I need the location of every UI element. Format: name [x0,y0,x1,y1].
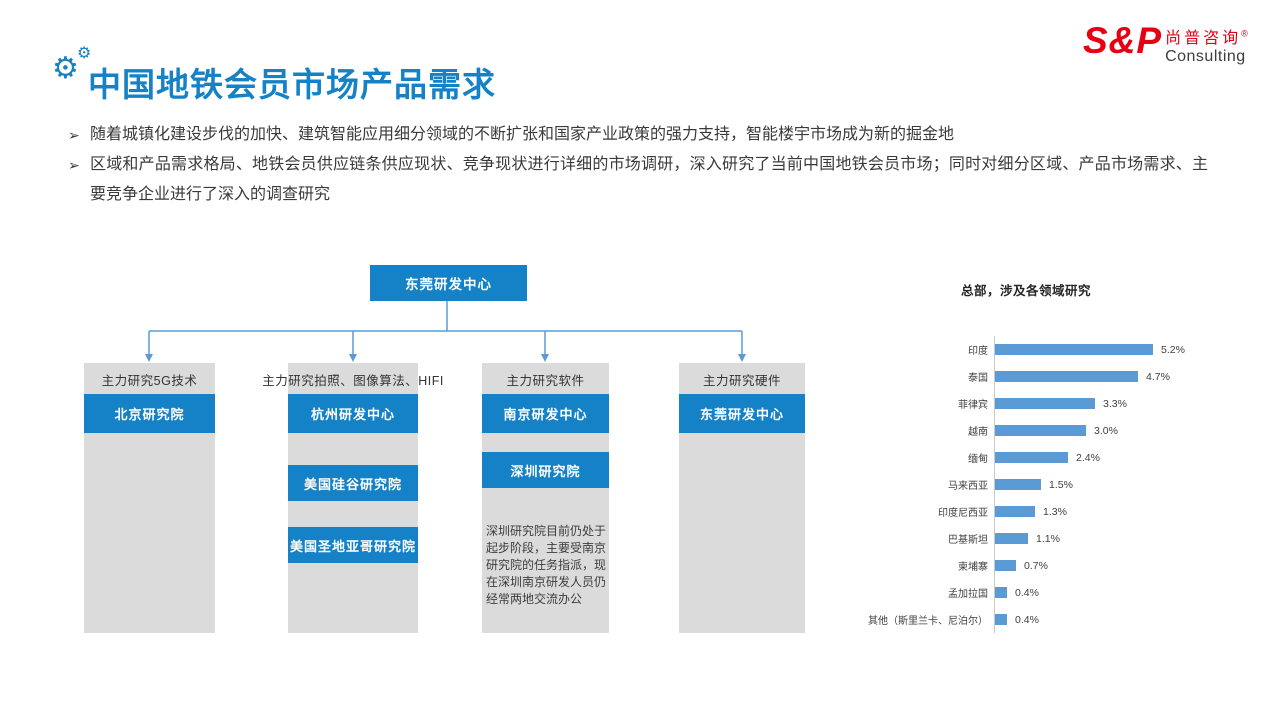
chart-category-label: 缅甸 [968,454,988,465]
chart-value-label: 0.4% [1015,586,1039,599]
org-box: 杭州研发中心 [288,394,418,433]
org-column: 主力研究5G技术北京研究院 [84,363,215,633]
chart-bar-area: 1.1% [994,525,1208,552]
chart-row: 马来西亚 1.5% [868,471,1208,498]
logo-chinese-name: 尚普咨询® [1165,29,1248,48]
bullet-text: 随着城镇化建设步伐的加快、建筑智能应用细分领域的不断扩张和国家产业政策的强力支持… [90,126,955,143]
chart-value-label: 5.2% [1161,343,1185,356]
chart-category-label: 其他（斯里兰卡、尼泊尔） [868,616,988,627]
chart-value-label: 3.0% [1094,424,1118,437]
bar-chart: 总部，涉及各领域研究 印度 5.2% 泰国 4.7% 菲律宾 3.3% 越南 3.0% 缅甸 2.… [868,280,1208,633]
bullet-arrow-icon: ➢ [68,157,80,173]
chart-value-label: 4.7% [1146,370,1170,383]
chart-category-label: 越南 [968,427,988,438]
registered-mark: ® [1241,29,1248,39]
chart-value-label: 3.3% [1103,397,1127,410]
logo-right-block: 尚普咨询® Consulting [1165,26,1248,65]
chart-bar-area: 2.4% [994,444,1208,471]
chart-category-label: 柬埔寨 [958,562,988,573]
chart-bar-area: 1.5% [994,471,1208,498]
chart-category-label: 印度 [968,346,988,357]
org-column-header: 主力研究硬件 [702,374,782,388]
gear-icon-small: ⚙ [77,45,92,62]
chart-bar [995,587,1007,598]
org-column: 主力研究拍照、图像算法、HIFI 杭州研发中心美国硅谷研究院美国圣地亚哥研究院 [262,363,443,633]
chart-category-label: 巴基斯坦 [948,535,988,546]
chart-category-label: 印度尼西亚 [938,508,988,519]
chart-bar [995,533,1028,544]
chart-row: 孟加拉国 0.4% [868,579,1208,606]
chart-bar-area: 1.3% [994,498,1208,525]
org-box: 南京研发中心 [482,394,609,433]
org-column-header: 主力研究拍照、图像算法、HIFI [262,374,444,388]
chart-value-label: 0.4% [1015,613,1039,626]
chart-bar [995,452,1068,463]
org-box: 美国硅谷研究院 [288,465,418,501]
org-column-header: 主力研究5G技术 [101,374,198,388]
chart-value-label: 1.3% [1043,505,1067,518]
chart-title: 总部，涉及各领域研究 [960,284,1091,298]
bullet-arrow-icon: ➢ [68,127,80,143]
chart-row: 巴基斯坦 1.1% [868,525,1208,552]
chart-row: 其他（斯里兰卡、尼泊尔） 0.4% [868,606,1208,633]
chart-rows: 印度 5.2% 泰国 4.7% 菲律宾 3.3% 越南 3.0% 缅甸 2.4% 马来西亚 1.5% 印… [868,336,1208,633]
chart-bar-area: 5.2% [994,336,1208,363]
bullet-text: 区域和产品需求格局、地铁会员供应链条供应现状、竞争现状进行详细的市场调研，深入研… [90,156,1208,203]
chart-bar [995,398,1095,409]
chart-category-label: 菲律宾 [958,400,988,411]
chart-bar-area: 0.4% [994,579,1208,606]
org-note: 深圳研究院目前仍处于起步阶段，主要受南京研究院的任务指派，现在深圳南京研发人员仍… [486,524,607,606]
chart-value-label: 0.7% [1024,559,1048,572]
chart-row: 缅甸 2.4% [868,444,1208,471]
chart-row: 柬埔寨 0.7% [868,552,1208,579]
bullet-item: ➢ 随着城镇化建设步伐的加快、建筑智能应用细分领域的不断扩张和国家产业政策的强力… [68,120,1208,150]
chart-row: 泰国 4.7% [868,363,1208,390]
chart-bar [995,614,1007,625]
org-box: 深圳研究院 [482,452,609,488]
chart-bar [995,425,1086,436]
chart-bar [995,506,1035,517]
chart-bar-area: 3.3% [994,390,1208,417]
org-root-box: 东莞研发中心 [370,265,527,301]
chart-category-label: 马来西亚 [948,481,988,492]
org-box: 北京研究院 [84,394,215,433]
chart-bar-area: 0.7% [994,552,1208,579]
chart-row: 印度 5.2% [868,336,1208,363]
chart-bar-area: 0.4% [994,606,1208,633]
org-box: 东莞研发中心 [679,394,805,433]
page-title: 中国地铁会员市场产品需求 [88,66,496,103]
chart-value-label: 2.4% [1076,451,1100,464]
chart-bar [995,344,1153,355]
logo-sp-text: S&P [1083,20,1163,61]
chart-bar [995,479,1041,490]
chart-bar-area: 3.0% [994,417,1208,444]
logo-english-name: Consulting [1165,48,1246,66]
org-box: 美国圣地亚哥研究院 [288,527,418,563]
org-column: 主力研究软件南京研发中心深圳研究院深圳研究院目前仍处于起步阶段，主要受南京研究院… [482,363,609,633]
gear-icon: ⚙ [52,52,79,85]
chart-row: 菲律宾 3.3% [868,390,1208,417]
chart-bar [995,560,1016,571]
chart-bar-area: 4.7% [994,363,1208,390]
org-column-header: 主力研究软件 [506,374,585,388]
chart-category-label: 泰国 [968,373,988,384]
chart-value-label: 1.1% [1036,532,1060,545]
chart-row: 越南 3.0% [868,417,1208,444]
company-logo: S&P 尚普咨询® Consulting [1083,20,1248,66]
chart-bar [995,371,1138,382]
bullet-list: ➢ 随着城镇化建设步伐的加快、建筑智能应用细分领域的不断扩张和国家产业政策的强力… [68,120,1208,210]
chart-value-label: 1.5% [1049,478,1073,491]
chart-row: 印度尼西亚 1.3% [868,498,1208,525]
org-column: 主力研究硬件东莞研发中心 [679,363,805,633]
chart-category-label: 孟加拉国 [948,589,988,600]
bullet-item: ➢ 区域和产品需求格局、地铁会员供应链条供应现状、竞争现状进行详细的市场调研，深… [68,150,1208,210]
